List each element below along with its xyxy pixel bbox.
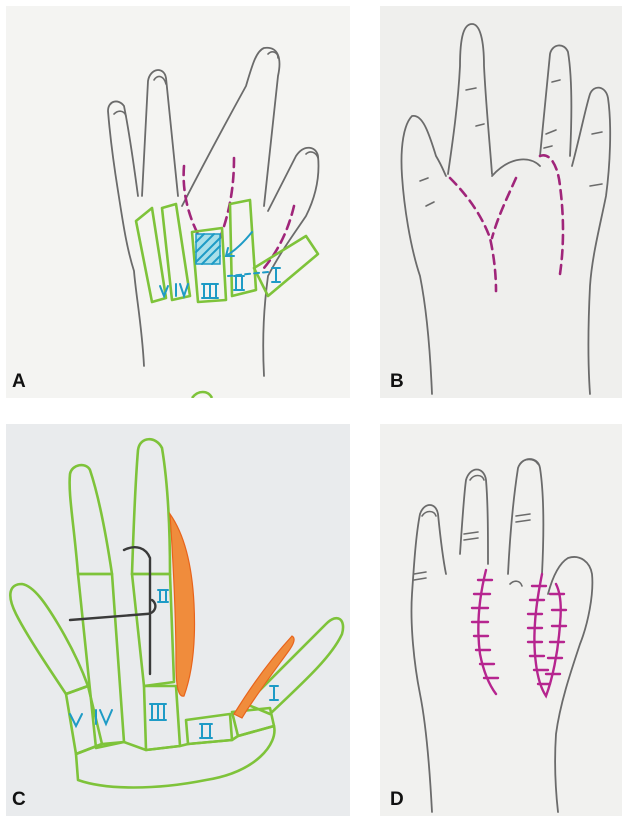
hand-outline [108, 48, 319, 376]
nail-2 [470, 476, 484, 481]
panel-label-d: D [390, 789, 404, 811]
finger-middle [132, 439, 170, 574]
nail-3 [268, 52, 278, 58]
panel-b: B [380, 6, 622, 398]
panel-a: A [6, 6, 350, 398]
crease-8 [590, 184, 602, 186]
suture-stitches-left [472, 580, 498, 678]
flap-mark-mid [492, 178, 516, 238]
panel-d: D [380, 424, 622, 816]
finger-index [246, 618, 343, 714]
flap-mark-right [220, 158, 234, 238]
crease-4 [510, 581, 522, 586]
crease-7 [592, 132, 602, 134]
crease-2 [426, 202, 434, 206]
numeral-i-icon [272, 268, 280, 282]
numeral-i-icon [270, 686, 278, 700]
wrist-base [76, 726, 274, 788]
flap-mark-left [450, 178, 496, 291]
numeral-ii-icon [234, 276, 244, 290]
carpal-iii [144, 686, 180, 750]
crease-1 [414, 572, 426, 580]
numeral-ii-icon [200, 724, 212, 738]
bone-graft-short [234, 636, 294, 718]
crease-1 [420, 178, 428, 181]
crease-9 [552, 80, 560, 82]
nail-1 [422, 512, 436, 517]
crease-3 [466, 88, 476, 90]
panel-label-b: B [390, 371, 404, 393]
crease-6 [544, 146, 552, 148]
panel-a-drawing [6, 6, 350, 398]
panel-label-c: C [12, 789, 26, 811]
crease-5 [546, 130, 556, 134]
metacarpal-iv [78, 574, 124, 748]
stray-mark [192, 392, 212, 398]
numeral-ii-small-icon [158, 590, 168, 602]
crease-4 [476, 124, 484, 126]
numeral-iii-icon [202, 284, 218, 298]
finger-ring [70, 465, 112, 574]
panel-b-drawing [380, 6, 622, 398]
numeral-iv-icon [96, 710, 112, 724]
finger-little [10, 584, 88, 694]
panel-c-drawing [6, 424, 350, 816]
suture-line-left [478, 570, 496, 694]
panel-c: C [6, 424, 350, 816]
hand-outline [411, 459, 592, 812]
crease-3 [516, 514, 530, 522]
numeral-iv-icon [176, 284, 188, 296]
crease-2 [464, 532, 478, 540]
panel-d-drawing [380, 424, 622, 816]
nail-2 [154, 77, 166, 84]
hand-outline [401, 24, 610, 394]
panel-label-a: A [12, 371, 26, 393]
numeral-iii-icon [150, 704, 166, 720]
flap-mark-right [540, 155, 563, 274]
nail-1 [114, 111, 126, 116]
